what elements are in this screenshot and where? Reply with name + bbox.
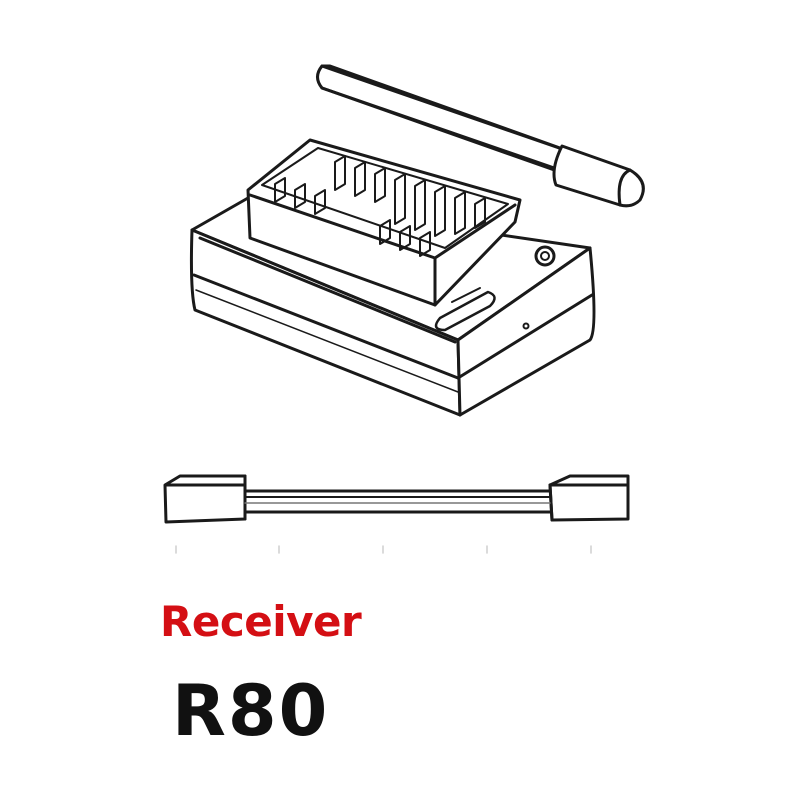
receiver-unit-icon (189, 138, 596, 417)
product-category-label: Receiver (160, 597, 362, 646)
product-model-name: R80 (172, 670, 330, 752)
servo-cable-icon (163, 474, 630, 524)
dimension-ticks (175, 545, 592, 554)
antenna-icon (316, 64, 645, 208)
